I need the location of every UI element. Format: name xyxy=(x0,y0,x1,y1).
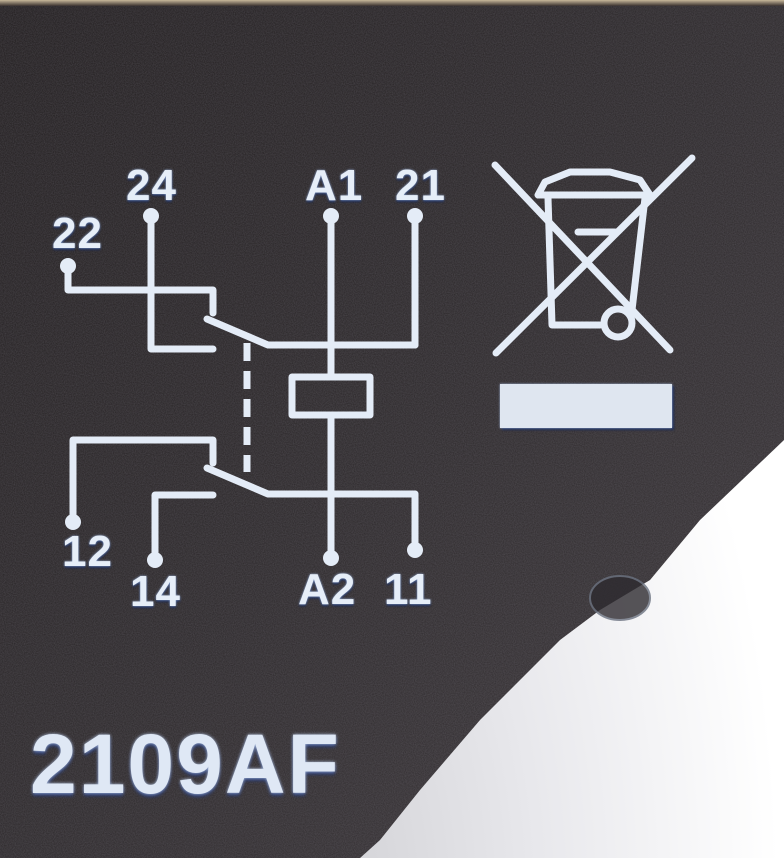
part-number: 2109AF xyxy=(30,717,341,811)
terminal-label-12: 12 xyxy=(62,527,113,576)
terminal-label-14: 14 xyxy=(130,567,181,616)
terminal-label-a1: A1 xyxy=(305,161,364,210)
housing-top-edge xyxy=(0,0,784,6)
terminal-label-21: 21 xyxy=(395,161,446,210)
terminal-label-22: 22 xyxy=(52,209,103,258)
crossed-out-wheelie-bin-icon xyxy=(491,154,696,357)
weee-underline-bar xyxy=(500,384,672,428)
terminal-label-24: 24 xyxy=(126,161,177,210)
terminal-label-a2: A2 xyxy=(298,565,357,614)
terminal-label-11: 11 xyxy=(384,565,433,614)
